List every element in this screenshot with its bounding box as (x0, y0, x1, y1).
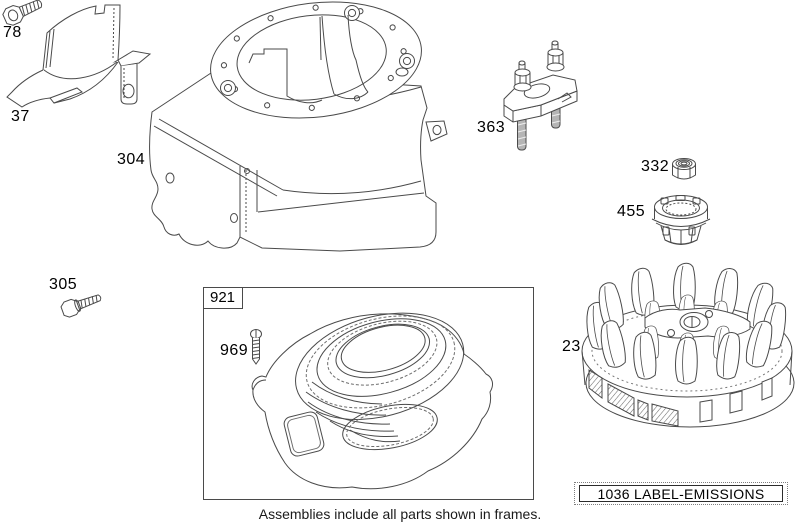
guard-37-drawing (6, 4, 152, 108)
callout-23: 23 (562, 338, 581, 355)
flywheel-23-drawing (581, 262, 795, 428)
bolt-305-drawing (60, 294, 102, 318)
screw-78-drawing (2, 0, 43, 26)
emissions-label-frame: 1036 LABEL-EMISSIONS (574, 482, 788, 505)
starter-cup-455-drawing (651, 195, 711, 245)
frame-921-label: 921 (209, 289, 236, 306)
blower-housing-cover-drawing (251, 312, 494, 490)
emissions-label-inner-box: 1036 LABEL-EMISSIONS (579, 485, 783, 502)
locknut-332-drawing (672, 158, 696, 180)
callout-363: 363 (477, 119, 506, 136)
callout-37: 37 (11, 108, 30, 125)
frame-921-label-box: 921 (202, 286, 243, 309)
callout-78: 78 (3, 24, 22, 41)
screw-969-drawing (250, 329, 262, 365)
footer-note: Assemblies include all parts shown in fr… (258, 506, 542, 522)
emissions-label-text: 1036 LABEL-EMISSIONS (597, 485, 765, 502)
callout-969: 969 (220, 342, 249, 359)
callout-304: 304 (117, 151, 146, 168)
callout-305: 305 (49, 276, 78, 293)
screw-set-363-drawing (503, 40, 578, 151)
blower-housing-304-drawing (149, 1, 448, 252)
callout-332: 332 (641, 158, 670, 175)
assembly-frame-921: 921 (202, 286, 534, 500)
callout-455: 455 (617, 203, 646, 220)
